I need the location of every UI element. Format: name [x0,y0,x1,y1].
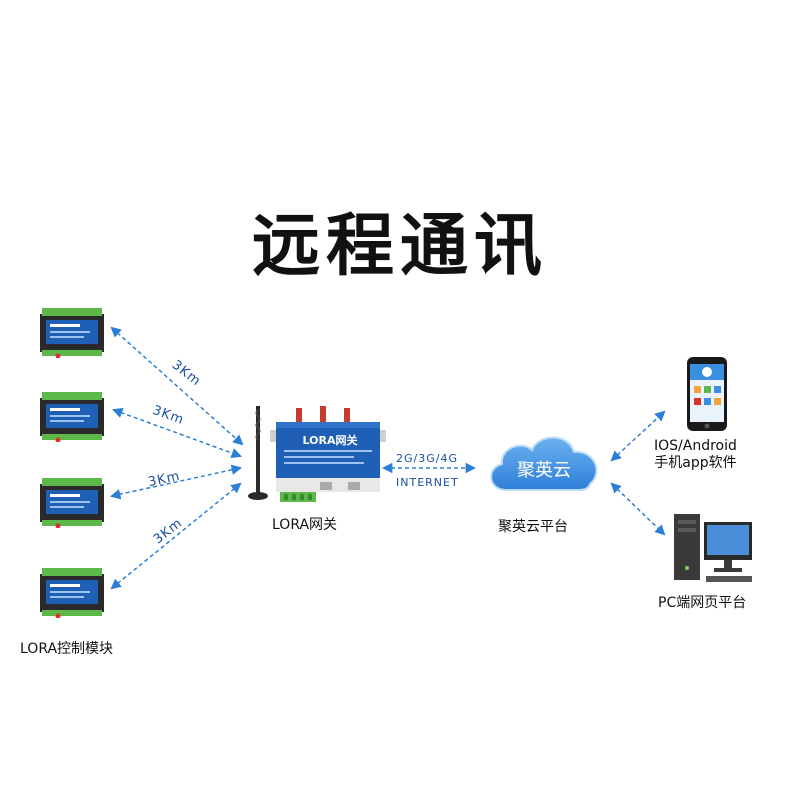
network-type-label: 2G/3G/4G [396,452,458,465]
network-internet-label: INTERNET [396,476,459,489]
lora-module-1 [40,308,104,358]
gateway-panel-label: LORA网关 [303,433,358,447]
link-module-2 [112,407,242,459]
cloud-caption: 聚英云平台 [498,519,568,535]
lora-module-3 [40,478,104,528]
modules-caption: LORA控制模块 [20,641,114,657]
link-cloud-mobile [610,410,666,462]
mobile-caption-line1: IOS/Android [654,438,737,454]
lora-module-2 [40,392,104,442]
link-module-1 [110,326,244,446]
gateway-caption: LORA网关 [272,517,338,533]
pc-caption: PC端网页平台 [658,595,747,611]
cloud-name: 聚英云 [517,460,571,481]
link-module-4 [110,482,242,590]
mobile-caption: IOS/Android 手机app软件 [654,438,737,472]
smartphone-icon [687,357,727,431]
lora-gateway: LORA网关 [248,406,386,502]
link-cloud-pc [610,482,666,536]
mobile-caption-line2: 手机app软件 [654,455,737,471]
desktop-pc-icon [674,514,752,582]
lora-module-4 [40,568,104,618]
page-title: 远程通讯 [251,207,548,286]
cloud-icon: 聚英云 [490,436,598,491]
